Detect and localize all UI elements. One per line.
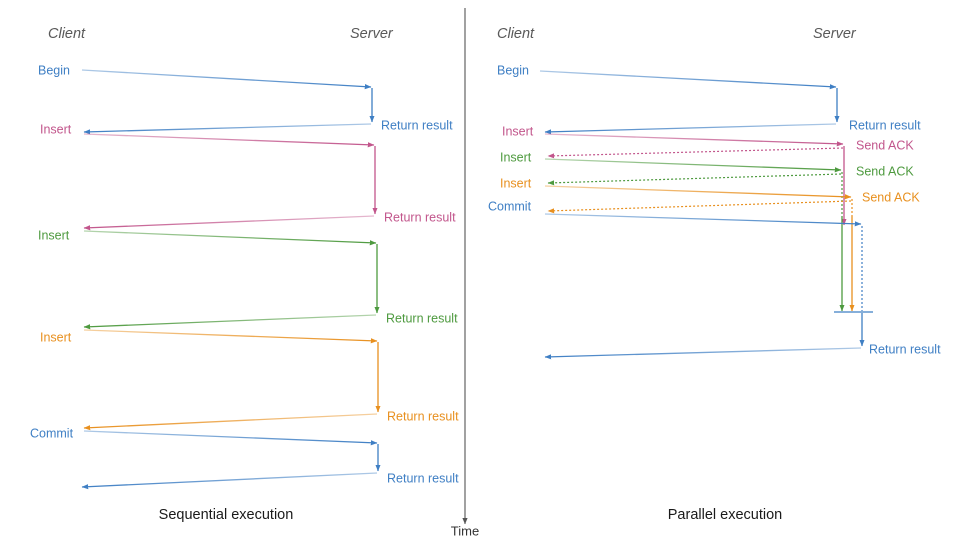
sequential-orange-return-arrow bbox=[83, 413, 378, 431]
sequential-server-label-return-4: Return result bbox=[387, 409, 459, 423]
sequential-insert-orange-request-arrow bbox=[83, 329, 378, 344]
parallel-panel-caption: Parallel execution bbox=[668, 507, 782, 523]
panel-sequential: Client Server Begin bbox=[30, 26, 459, 523]
parallel-insert-green-request-arrow bbox=[544, 158, 842, 173]
parallel-insert-pink-request-arrow bbox=[544, 133, 844, 147]
parallel-commit-request-arrow bbox=[544, 213, 862, 227]
parallel-server-label-ack-1: Send ACK bbox=[856, 138, 914, 152]
parallel-server-label-ack-2: Send ACK bbox=[856, 164, 914, 178]
sequential-server-label-return-3: Return result bbox=[386, 311, 458, 325]
parallel-client-label-insert-1: Insert bbox=[502, 124, 534, 138]
parallel-orange-ack-arrow bbox=[547, 200, 852, 214]
sequential-server-label-return-1: Return result bbox=[381, 118, 453, 132]
parallel-final-return-arrow bbox=[544, 347, 862, 360]
sequential-server-label-return-2: Return result bbox=[384, 210, 456, 224]
sequential-client-label-insert-1: Insert bbox=[40, 122, 72, 136]
sequential-client-label-commit: Commit bbox=[30, 426, 74, 440]
parallel-pink-ack-arrow bbox=[547, 147, 844, 159]
sequential-commit-return-arrow bbox=[81, 472, 378, 490]
parallel-server-role-label: Server bbox=[813, 26, 857, 42]
sequential-panel-caption: Sequential execution bbox=[159, 507, 294, 523]
parallel-client-label-insert-2: Insert bbox=[500, 150, 532, 164]
panel-parallel: Client Server bbox=[488, 26, 941, 523]
sequential-blue-return-arrow bbox=[83, 123, 372, 135]
sequential-client-role-label: Client bbox=[48, 26, 86, 42]
parallel-client-label-begin: Begin bbox=[497, 63, 529, 77]
time-axis-label: Time bbox=[451, 523, 479, 538]
parallel-client-label-commit: Commit bbox=[488, 199, 532, 213]
sequential-server-label-return-5: Return result bbox=[387, 471, 459, 485]
sequential-green-return-arrow bbox=[83, 314, 377, 330]
sequential-insert-green-request-arrow bbox=[83, 230, 377, 246]
parallel-server-label-return-2: Return result bbox=[869, 342, 941, 356]
parallel-green-ack-arrow bbox=[547, 173, 842, 186]
parallel-server-label-return-1: Return result bbox=[849, 118, 921, 132]
parallel-insert-orange-request-arrow bbox=[544, 185, 852, 200]
sequential-commit-request-arrow bbox=[83, 430, 378, 446]
sequential-client-label-begin: Begin bbox=[38, 63, 70, 77]
sequential-client-label-insert-3: Insert bbox=[40, 330, 72, 344]
sequential-pink-return-arrow bbox=[83, 215, 375, 231]
parallel-blue-begin-return-arrow bbox=[544, 123, 837, 135]
sequential-begin-request-arrow bbox=[81, 69, 372, 90]
sequential-insert-pink-request-arrow bbox=[83, 133, 375, 148]
sequential-client-label-insert-2: Insert bbox=[38, 228, 70, 242]
sequential-server-role-label: Server bbox=[350, 26, 394, 42]
parallel-server-label-ack-3: Send ACK bbox=[862, 190, 920, 204]
parallel-begin-request-arrow bbox=[539, 70, 837, 90]
parallel-client-role-label: Client bbox=[497, 26, 535, 42]
parallel-client-label-insert-3: Insert bbox=[500, 176, 532, 190]
time-axis: Time bbox=[451, 8, 479, 538]
